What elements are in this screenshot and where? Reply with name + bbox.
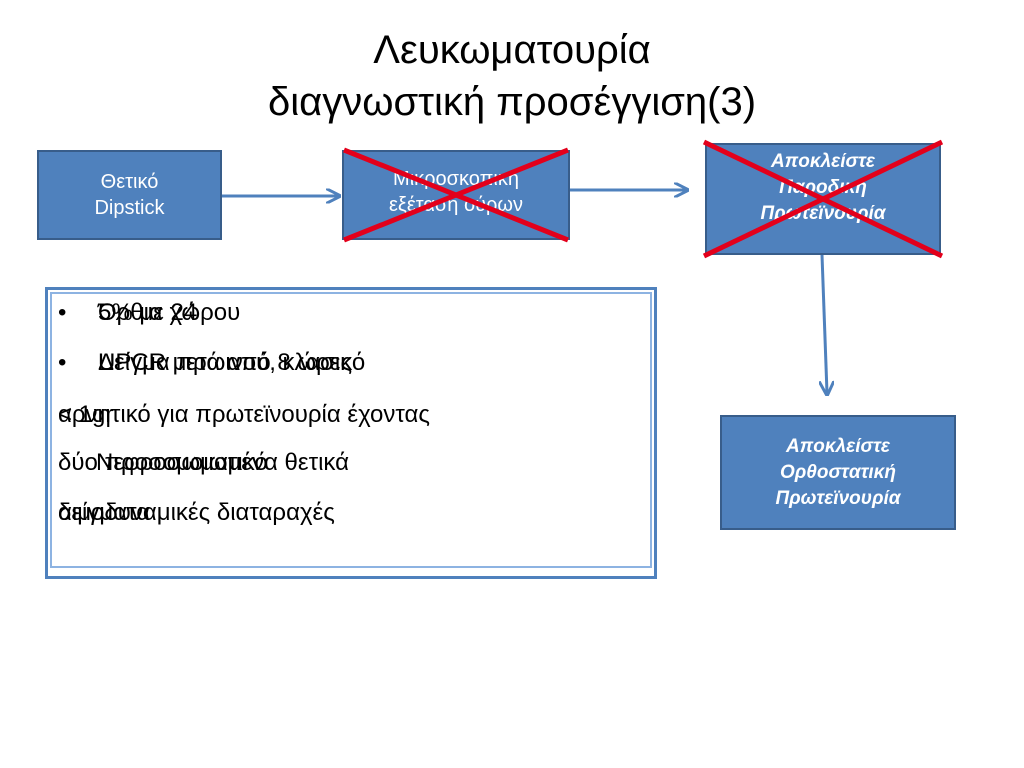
text-line-a3: δείγματα [58,499,151,526]
bullet-text-b2: Δείγμα πρωινού, κλασικό [98,349,366,376]
text-line-a2: Νεφροσωματικό [96,449,268,476]
text-line-a1: < 1gr [58,401,114,428]
text-line-b2: δύο προσομοιωμένα θετικά [58,449,349,476]
slide-title: Λευκωματουρία διαγνωστική προσέγγιση(3) [0,24,1024,128]
arrow-box3-to-box4 [822,254,827,393]
urine-microscopy-box: Μικροσκοπική εξέταση ούρων [342,150,570,240]
bullet-text-b1: Όρθια χώρου [98,299,241,326]
bullet-text-a2: UPCR μετά από 8 ώρες [98,349,353,376]
box4-line-1: Αποκλείστε [785,435,890,457]
text-frame-inner [50,292,652,568]
box4-line-3: Πρωτεϊνουρία [775,487,901,509]
box2-line-1: Μικροσκοπική [393,168,519,190]
box3-line-3: Πρωτεϊνουρία [760,203,886,224]
exclude-transient-proteinuria-box: Αποκλείστε Παροδική Πρωτεϊνουρία [705,143,941,255]
box1-line-2: Dipstick [94,197,165,219]
box1-line-1: Θετικό [100,171,159,193]
exclude-orthostatic-proteinuria-box: Αποκλείστε Ορθοστατική Πρωτεϊνουρία [720,415,956,530]
title-line-2: διαγνωστική προσέγγιση(3) [267,80,757,124]
text-frame-outer [45,287,657,579]
positive-dipstick-box: Θετικό Dipstick [37,150,222,240]
box4-line-2: Ορθοστατική [779,461,897,483]
bullet-text-a1: 5% με 24 [98,299,198,326]
box3-line-1: Αποκλείστε [770,151,875,172]
text-line-b1: αρνητικό για πρωτεϊνουρία έχοντας [58,401,430,428]
box2-line-2: εξέταση ούρων [388,194,524,216]
text-line-b3: αιμοδυναμικές διαταραχές [58,499,335,526]
box3-line-2: Παροδική [779,177,867,198]
title-line-1: Λευκωματουρία [373,28,651,72]
